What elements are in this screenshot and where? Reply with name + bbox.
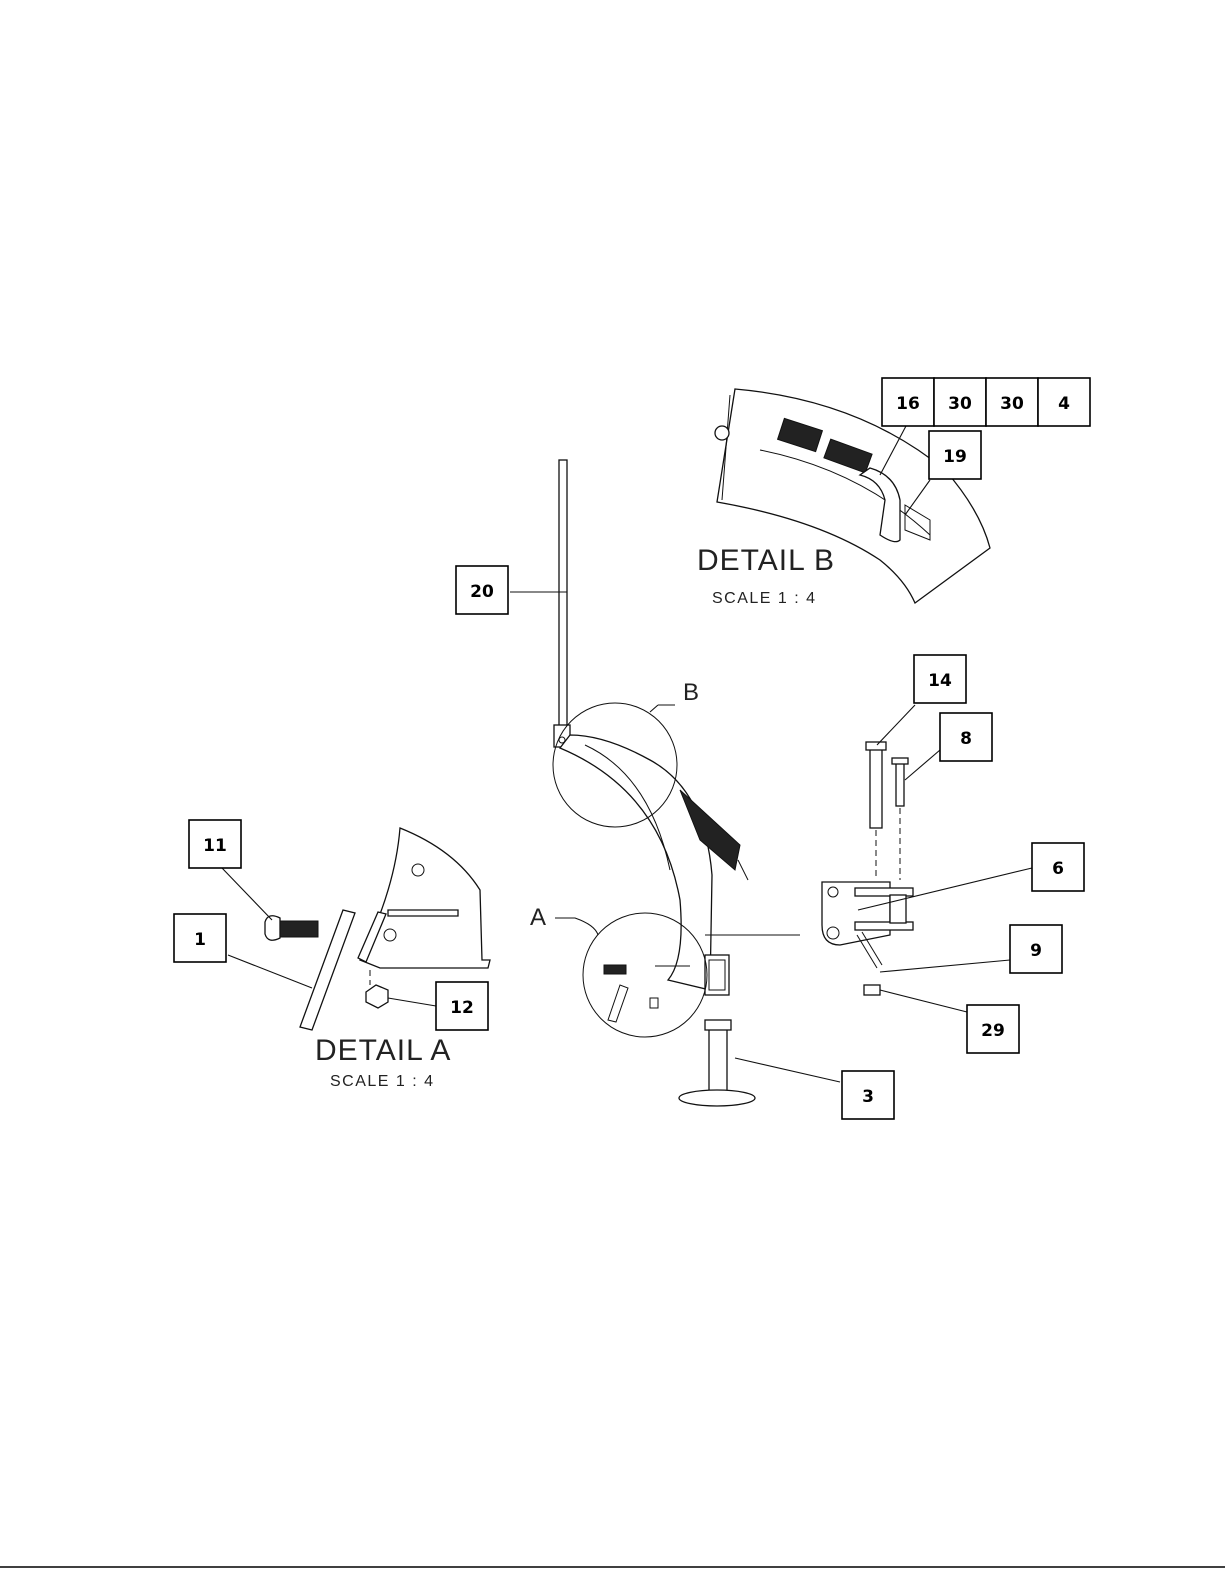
callout-30-first: 30 [934, 378, 986, 426]
callout-19-label: 19 [943, 447, 967, 467]
detail-b-scale: SCALE 1 : 4 [712, 590, 817, 607]
callout-11: 11 [189, 820, 241, 868]
callout-30-first-label: 30 [948, 394, 972, 414]
callout-9-label: 9 [1030, 941, 1042, 961]
stand-nut [705, 1020, 731, 1030]
callout-29: 29 [967, 1005, 1019, 1053]
detail-a-view: DETAIL A SCALE 1 : 4 [222, 828, 490, 1090]
bolt-11-thread [280, 921, 318, 937]
callout-9: 9 [1010, 925, 1062, 973]
callout-19: 19 [929, 431, 981, 479]
leader-11 [222, 868, 272, 920]
callout-4-label: 4 [1058, 394, 1070, 414]
leader-9 [880, 960, 1010, 972]
callout-30-second: 30 [986, 378, 1038, 426]
callout-8: 8 [940, 713, 992, 761]
callout-20: 20 [456, 566, 508, 614]
curved-blade [560, 735, 712, 990]
nut-29 [864, 985, 880, 995]
callout-4: 4 [1038, 378, 1090, 426]
spring-hook [738, 860, 748, 880]
callout-29-label: 29 [981, 1021, 1005, 1041]
callout-1: 1 [174, 914, 226, 962]
callout-1-label: 1 [194, 930, 206, 950]
callout-20-label: 20 [470, 582, 494, 602]
leader-8 [905, 750, 940, 780]
detail-a-scale: SCALE 1 : 4 [330, 1073, 435, 1090]
callout-3: 3 [842, 1071, 894, 1119]
callout-12-label: 12 [450, 998, 474, 1018]
bolt-14-head [866, 742, 886, 750]
nut-12 [366, 985, 388, 1008]
ref-b-leader [650, 705, 675, 712]
bolt-14 [870, 748, 882, 828]
bolt-11-head [265, 916, 280, 941]
leader-14 [877, 705, 915, 745]
callout-6-label: 6 [1052, 859, 1064, 879]
pin-8 [896, 762, 904, 806]
mini-plate [608, 985, 628, 1022]
callout-16-label: 16 [896, 394, 920, 414]
leader-29 [880, 990, 967, 1012]
callout-3-label: 3 [862, 1087, 874, 1107]
detail-a-housing [360, 828, 490, 968]
callout-30-second-label: 30 [1000, 394, 1024, 414]
callout-6: 6 [1032, 843, 1084, 891]
callout-14-label: 14 [928, 671, 952, 691]
leader-3 [735, 1058, 840, 1082]
leader-1 [228, 955, 312, 988]
detail-a-title: DETAIL A [315, 1034, 451, 1067]
side-parts [822, 705, 1032, 1012]
stand-post [709, 1028, 727, 1093]
leader-12 [388, 998, 436, 1006]
callout-11-label: 11 [203, 836, 227, 856]
rod [559, 460, 567, 730]
pin-8-head [892, 758, 908, 764]
ref-letter-b: B [683, 679, 699, 706]
stand-foot [679, 1090, 755, 1106]
callout-14: 14 [914, 655, 966, 703]
callout-12: 12 [436, 982, 488, 1030]
mini-nut [650, 998, 658, 1008]
callout-16: 16 [882, 378, 934, 426]
ref-a-leader [555, 918, 598, 935]
detail-b-pivot [715, 426, 729, 440]
ref-letter-a: A [530, 904, 546, 931]
detail-b-title: DETAIL B [697, 544, 835, 577]
callout-8-label: 8 [960, 729, 972, 749]
detail-a-flange [388, 910, 458, 916]
mini-bolt [604, 965, 626, 974]
